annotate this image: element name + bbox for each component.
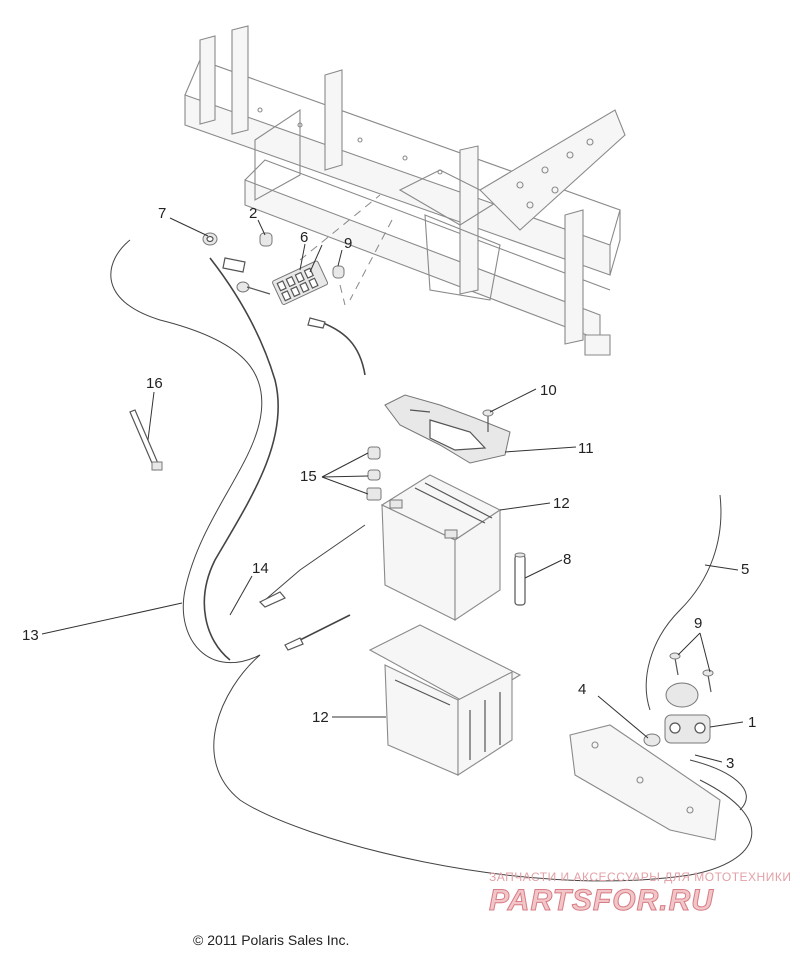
watermark-tagline: ЗАПЧАСТИ И АКСЕССУАРЫ ДЛЯ МОТОТЕХНИКИ (489, 870, 791, 884)
callout-labels: 7 2 6 9 16 10 11 15 12 8 5 14 13 9 4 12 … (22, 205, 756, 772)
callout-8: 8 (563, 551, 571, 568)
callout-11: 11 (578, 440, 594, 457)
vehicle-frame (184, 25, 626, 356)
solenoid-assembly (569, 652, 721, 841)
watermark: ЗАПЧАСТИ И АКСЕССУАРЫ ДЛЯ МОТОТЕХНИКИ PA… (489, 870, 791, 918)
leader-lines (41, 217, 744, 763)
callout-6: 6 (300, 229, 308, 246)
callout-14: 13 (22, 627, 39, 644)
callout-7: 7 (158, 205, 166, 222)
callout-10: 10 (540, 382, 557, 399)
callout-12: 12 (553, 495, 570, 512)
callout-3: 3 (726, 755, 734, 772)
watermark-brand: PARTSFOR.RU (489, 884, 714, 917)
callout-4: 4 (578, 681, 586, 698)
copyright-notice: © 2011 Polaris Sales Inc. (193, 932, 350, 948)
callout-9-lower: 9 (694, 615, 702, 632)
wiring (110, 239, 753, 882)
callout-9-upper: 9 (344, 235, 352, 252)
callout-17: 16 (146, 375, 163, 392)
callout-5: 5 (741, 561, 749, 578)
battery-terminal-hardware (366, 446, 382, 501)
callout-15: 14 (252, 560, 269, 577)
battery (380, 474, 502, 622)
callout-1: 1 (748, 714, 756, 731)
callout-2: 2 (249, 205, 257, 222)
battery-box (368, 624, 522, 777)
tie-strap (129, 409, 163, 471)
callout-16: 15 (300, 468, 317, 485)
hardware-cluster (202, 232, 346, 306)
vent-tube (514, 552, 526, 606)
callout-13: 12 (312, 709, 329, 726)
hold-down-bracket (384, 394, 511, 464)
